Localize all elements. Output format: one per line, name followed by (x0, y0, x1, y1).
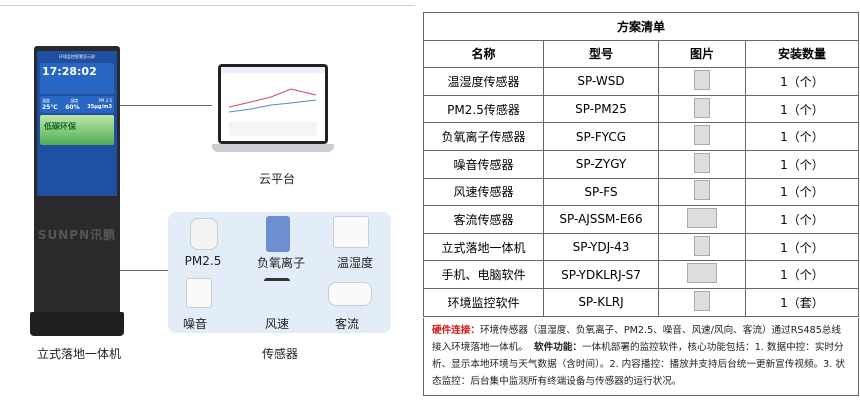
table-title: 方案清单 (423, 12, 859, 41)
product-model: SP-AJSSM-E66 (543, 205, 659, 234)
pm-value: 35μg/m3 (87, 104, 112, 110)
product-quantity: 1（套） (745, 287, 859, 317)
kiosk-screen: 环境监控智慧显示屏 17:28:02 温度 湿度 PM 2.5 25℃ 60% 35μg… (37, 51, 117, 196)
hardware-text: 环境传感器（温湿度、负氧离子、PM2.5、噪音、风速/风向、客流）通过RS485… (432, 325, 841, 353)
product-image (658, 67, 746, 96)
product-name: 立式落地一体机 (423, 232, 544, 262)
product-model: SP-WSD (543, 67, 659, 96)
notes: 硬件连接：环境传感器（温湿度、负氧离子、PM2.5、噪音、风速/风向、客流）通过… (423, 318, 859, 396)
product-name: 环境监控软件 (423, 287, 544, 317)
sensor-traffic: 客流 (334, 317, 359, 331)
wind-sensor-icon (264, 278, 290, 308)
product-model: SP-PM25 (543, 94, 659, 124)
product-image (658, 149, 746, 179)
header-model: 型号 (543, 39, 659, 69)
header-quantity: 安装数量 (745, 39, 859, 69)
product-quantity: 1（个） (745, 232, 859, 262)
dashboard-chart (221, 67, 325, 136)
cloud-platform-label: 云平台 (259, 172, 296, 186)
product-model: SP-FYCG (543, 122, 659, 151)
product-name: 风速传感器 (423, 177, 544, 207)
product-image (658, 177, 746, 207)
sensor-pm25: PM2.5 (184, 254, 222, 268)
kiosk-banner: 低碳环保 (40, 115, 114, 145)
pm-label: PM 2.5 (98, 98, 113, 103)
product-quantity: 1（个） (745, 260, 859, 289)
kiosk-time: 17:28:02 (42, 65, 97, 78)
product-name: 负氧离子传感器 (423, 122, 544, 151)
product-name: PM2.5传感器 (423, 94, 544, 124)
product-name: 客流传感器 (423, 205, 544, 234)
divider (0, 5, 415, 6)
product-image (658, 205, 746, 234)
product-image (658, 287, 746, 317)
product-image (658, 260, 746, 289)
temp-value: 25℃ (42, 104, 58, 111)
product-quantity: 1（个） (745, 205, 859, 234)
humidity-sensor-icon (333, 216, 369, 248)
kiosk-screen-title: 环境监控智慧显示屏 (59, 54, 95, 59)
temp-label: 温度 (42, 98, 50, 103)
humidity-value: 60% (65, 104, 80, 111)
product-name: 噪音传感器 (423, 149, 544, 179)
product-quantity: 1（个） (745, 67, 859, 96)
product-model: SP-KLRJ (543, 287, 659, 317)
product-model: SP-YDKLRJ-S7 (543, 260, 659, 289)
product-model: SP-YDJ-43 (543, 232, 659, 262)
product-image (658, 232, 746, 262)
software-text: 一体机部署的监控软件，核心功能包括：1. 数据中控：实时分析、显示本地环境与天气… (432, 342, 845, 387)
hardware-label: 硬件连接： (432, 325, 480, 336)
product-quantity: 1（个） (745, 94, 859, 124)
traffic-sensor-icon (328, 282, 372, 306)
sensor-humidity: 温湿度 (336, 256, 373, 270)
header-image: 图片 (658, 39, 746, 69)
kiosk-image: 环境监控智慧显示屏 17:28:02 温度 湿度 PM 2.5 25℃ 60% 35μg… (30, 46, 124, 336)
product-quantity: 1（个） (745, 122, 859, 151)
software-label: 软件功能： (534, 342, 583, 353)
kiosk-label: 立式落地一体机 (37, 347, 122, 361)
product-quantity: 1（个） (745, 177, 859, 207)
product-name: 温湿度传感器 (423, 67, 544, 96)
sensor-ion: 负氧离子 (256, 256, 305, 270)
ion-sensor-icon (266, 216, 290, 252)
brand-logo: SUNPN讯鹏 (37, 228, 117, 242)
product-name: 手机、电脑软件 (423, 260, 544, 289)
sensor-wind: 风速 (264, 317, 289, 331)
product-quantity: 1（个） (745, 149, 859, 179)
pm25-sensor-icon (190, 218, 218, 250)
product-image (658, 122, 746, 151)
sensor-panel: PM2.5 负氧离子 温湿度 噪音 风速 客流 (168, 212, 391, 333)
sensor-noise: 噪音 (182, 317, 207, 331)
header-name: 名称 (423, 39, 544, 69)
product-model: SP-FS (543, 177, 659, 207)
product-image (658, 94, 746, 124)
humidity-label: 湿度 (70, 98, 79, 103)
noise-sensor-icon (186, 278, 212, 308)
product-model: SP-ZYGY (543, 149, 659, 179)
sensors-label: 传感器 (262, 347, 299, 361)
laptop-image (212, 64, 334, 158)
